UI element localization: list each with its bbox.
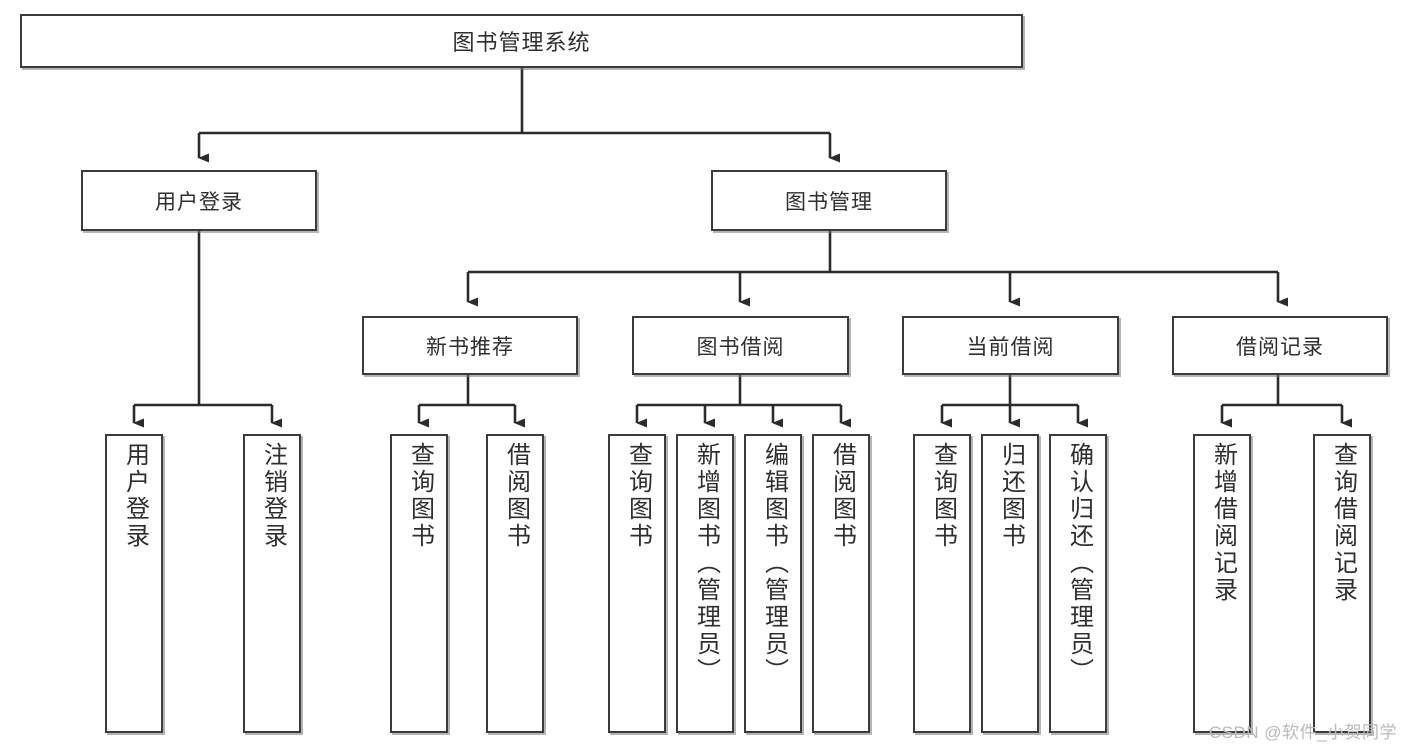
node-label: 借阅图书 [502, 442, 530, 550]
node-leaf-logout[interactable]: 注销登录 [243, 434, 301, 733]
node-book-borrow[interactable]: 图书借阅 [632, 316, 849, 375]
node-leaf-query-record[interactable]: 查询借阅记录 [1313, 434, 1371, 733]
node-root-system[interactable]: 图书管理系统 [20, 14, 1023, 68]
node-leaf-query-book-1[interactable]: 查询图书 [390, 434, 448, 733]
node-label: 借阅记录 [1236, 335, 1324, 359]
node-leaf-edit-book[interactable]: 编辑图书（管理员） [744, 434, 802, 733]
node-leaf-query-book-3[interactable]: 查询图书 [913, 434, 971, 733]
node-leaf-confirm-return[interactable]: 确认归还（管理员） [1049, 434, 1107, 733]
node-label: 注销登录 [259, 442, 287, 550]
node-label: 查询图书 [406, 442, 434, 550]
node-borrow-record[interactable]: 借阅记录 [1172, 316, 1388, 375]
node-label: 归还图书 [997, 442, 1025, 550]
node-label: 用户登录 [155, 190, 243, 214]
node-book-manage[interactable]: 图书管理 [711, 170, 947, 231]
node-label: 图书管理系统 [452, 30, 591, 55]
node-label: 借阅图书 [828, 442, 856, 550]
node-label: 查询借阅记录 [1329, 442, 1357, 604]
node-current-borrow[interactable]: 当前借阅 [902, 316, 1119, 375]
node-leaf-borrow-book-1[interactable]: 借阅图书 [486, 434, 544, 733]
node-leaf-query-book-2[interactable]: 查询图书 [608, 434, 666, 733]
node-leaf-return-book[interactable]: 归还图书 [981, 434, 1039, 733]
node-leaf-add-record[interactable]: 新增借阅记录 [1193, 434, 1251, 733]
node-label: 新增借阅记录 [1209, 442, 1237, 604]
node-label: 新增图书（管理员） [692, 442, 720, 685]
node-leaf-user-login[interactable]: 用户登录 [105, 434, 163, 733]
node-label: 查询图书 [624, 442, 652, 550]
watermark: CSDN @软件_小贺同学 [1208, 723, 1397, 742]
node-label: 用户登录 [121, 442, 149, 550]
node-label: 新书推荐 [426, 335, 514, 359]
node-label: 当前借阅 [966, 335, 1055, 359]
node-label: 编辑图书（管理员） [760, 442, 788, 685]
node-label: 图书管理 [785, 190, 873, 214]
node-leaf-borrow-book-2[interactable]: 借阅图书 [812, 434, 870, 733]
node-label: 确认归还（管理员） [1065, 442, 1093, 685]
node-new-book-rec[interactable]: 新书推荐 [362, 316, 578, 375]
node-user-login[interactable]: 用户登录 [81, 170, 317, 231]
node-leaf-add-book[interactable]: 新增图书（管理员） [676, 434, 734, 733]
node-label: 图书借阅 [696, 335, 785, 359]
node-label: 查询图书 [929, 442, 957, 550]
